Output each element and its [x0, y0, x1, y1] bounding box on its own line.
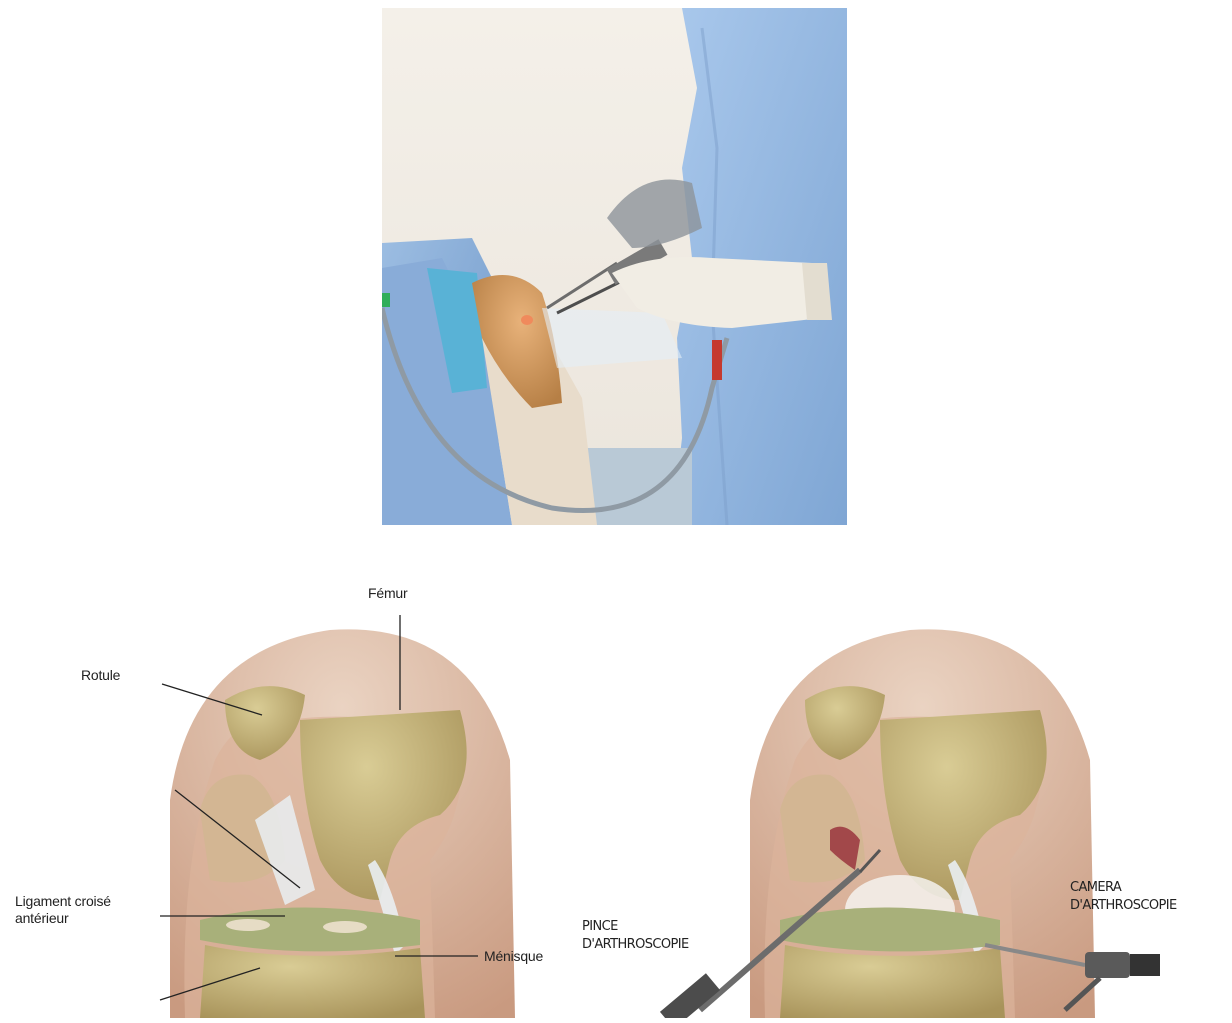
label-pince-line2: D'ARTHROSCOPIE: [582, 936, 689, 953]
label-camera-line2: D'ARTHROSCOPIE: [1070, 897, 1177, 914]
label-menisque: Ménisque: [484, 948, 543, 965]
label-ligament-line2: antérieur: [15, 910, 68, 927]
label-rotule: Rotule: [81, 667, 120, 684]
label-ligament-line1: Ligament croisé: [15, 893, 111, 910]
label-femur: Fémur: [368, 585, 407, 602]
knee-diagrams: Fémur Rotule Ligament croisé antérieur M…: [0, 560, 1232, 1018]
knee-diagram-anatomy: [160, 615, 515, 1018]
label-pince-line1: PINCE: [582, 918, 618, 935]
knee-diagram-arthroscopy: [660, 629, 1160, 1018]
surgery-photo: [382, 8, 847, 525]
label-camera-line1: CAMERA: [1070, 879, 1121, 896]
